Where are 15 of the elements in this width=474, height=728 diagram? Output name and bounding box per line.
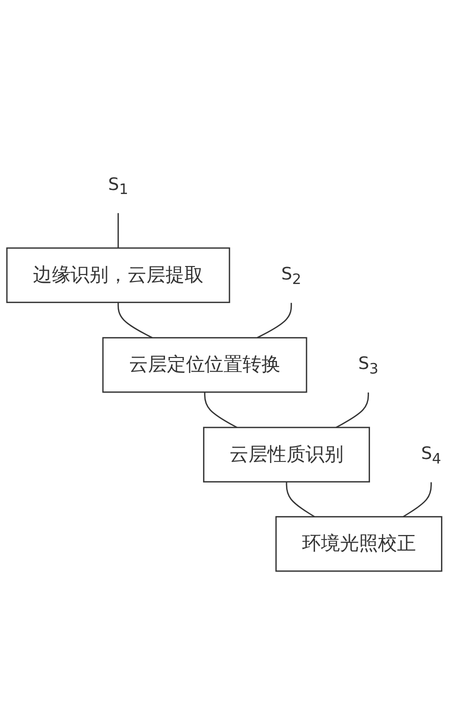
connector xyxy=(336,392,369,428)
node-box: 云层性质识别 xyxy=(203,426,370,482)
node-text: S$_{2}$ xyxy=(281,262,302,287)
connector xyxy=(118,302,153,338)
node-text: S$_{3}$ xyxy=(358,352,378,377)
connector xyxy=(204,392,238,428)
connector xyxy=(256,302,292,338)
node-text: S$_{4}$ xyxy=(421,442,442,466)
node-box: 环境光照校正 xyxy=(275,516,442,572)
connector xyxy=(402,482,432,517)
node-box: 边缘识别，云层提取 xyxy=(6,246,230,303)
connector xyxy=(286,481,315,517)
node-box: 云层定位位置转换 xyxy=(102,336,308,392)
connector xyxy=(118,212,119,248)
node-text: S$_{1}$ xyxy=(108,172,128,198)
